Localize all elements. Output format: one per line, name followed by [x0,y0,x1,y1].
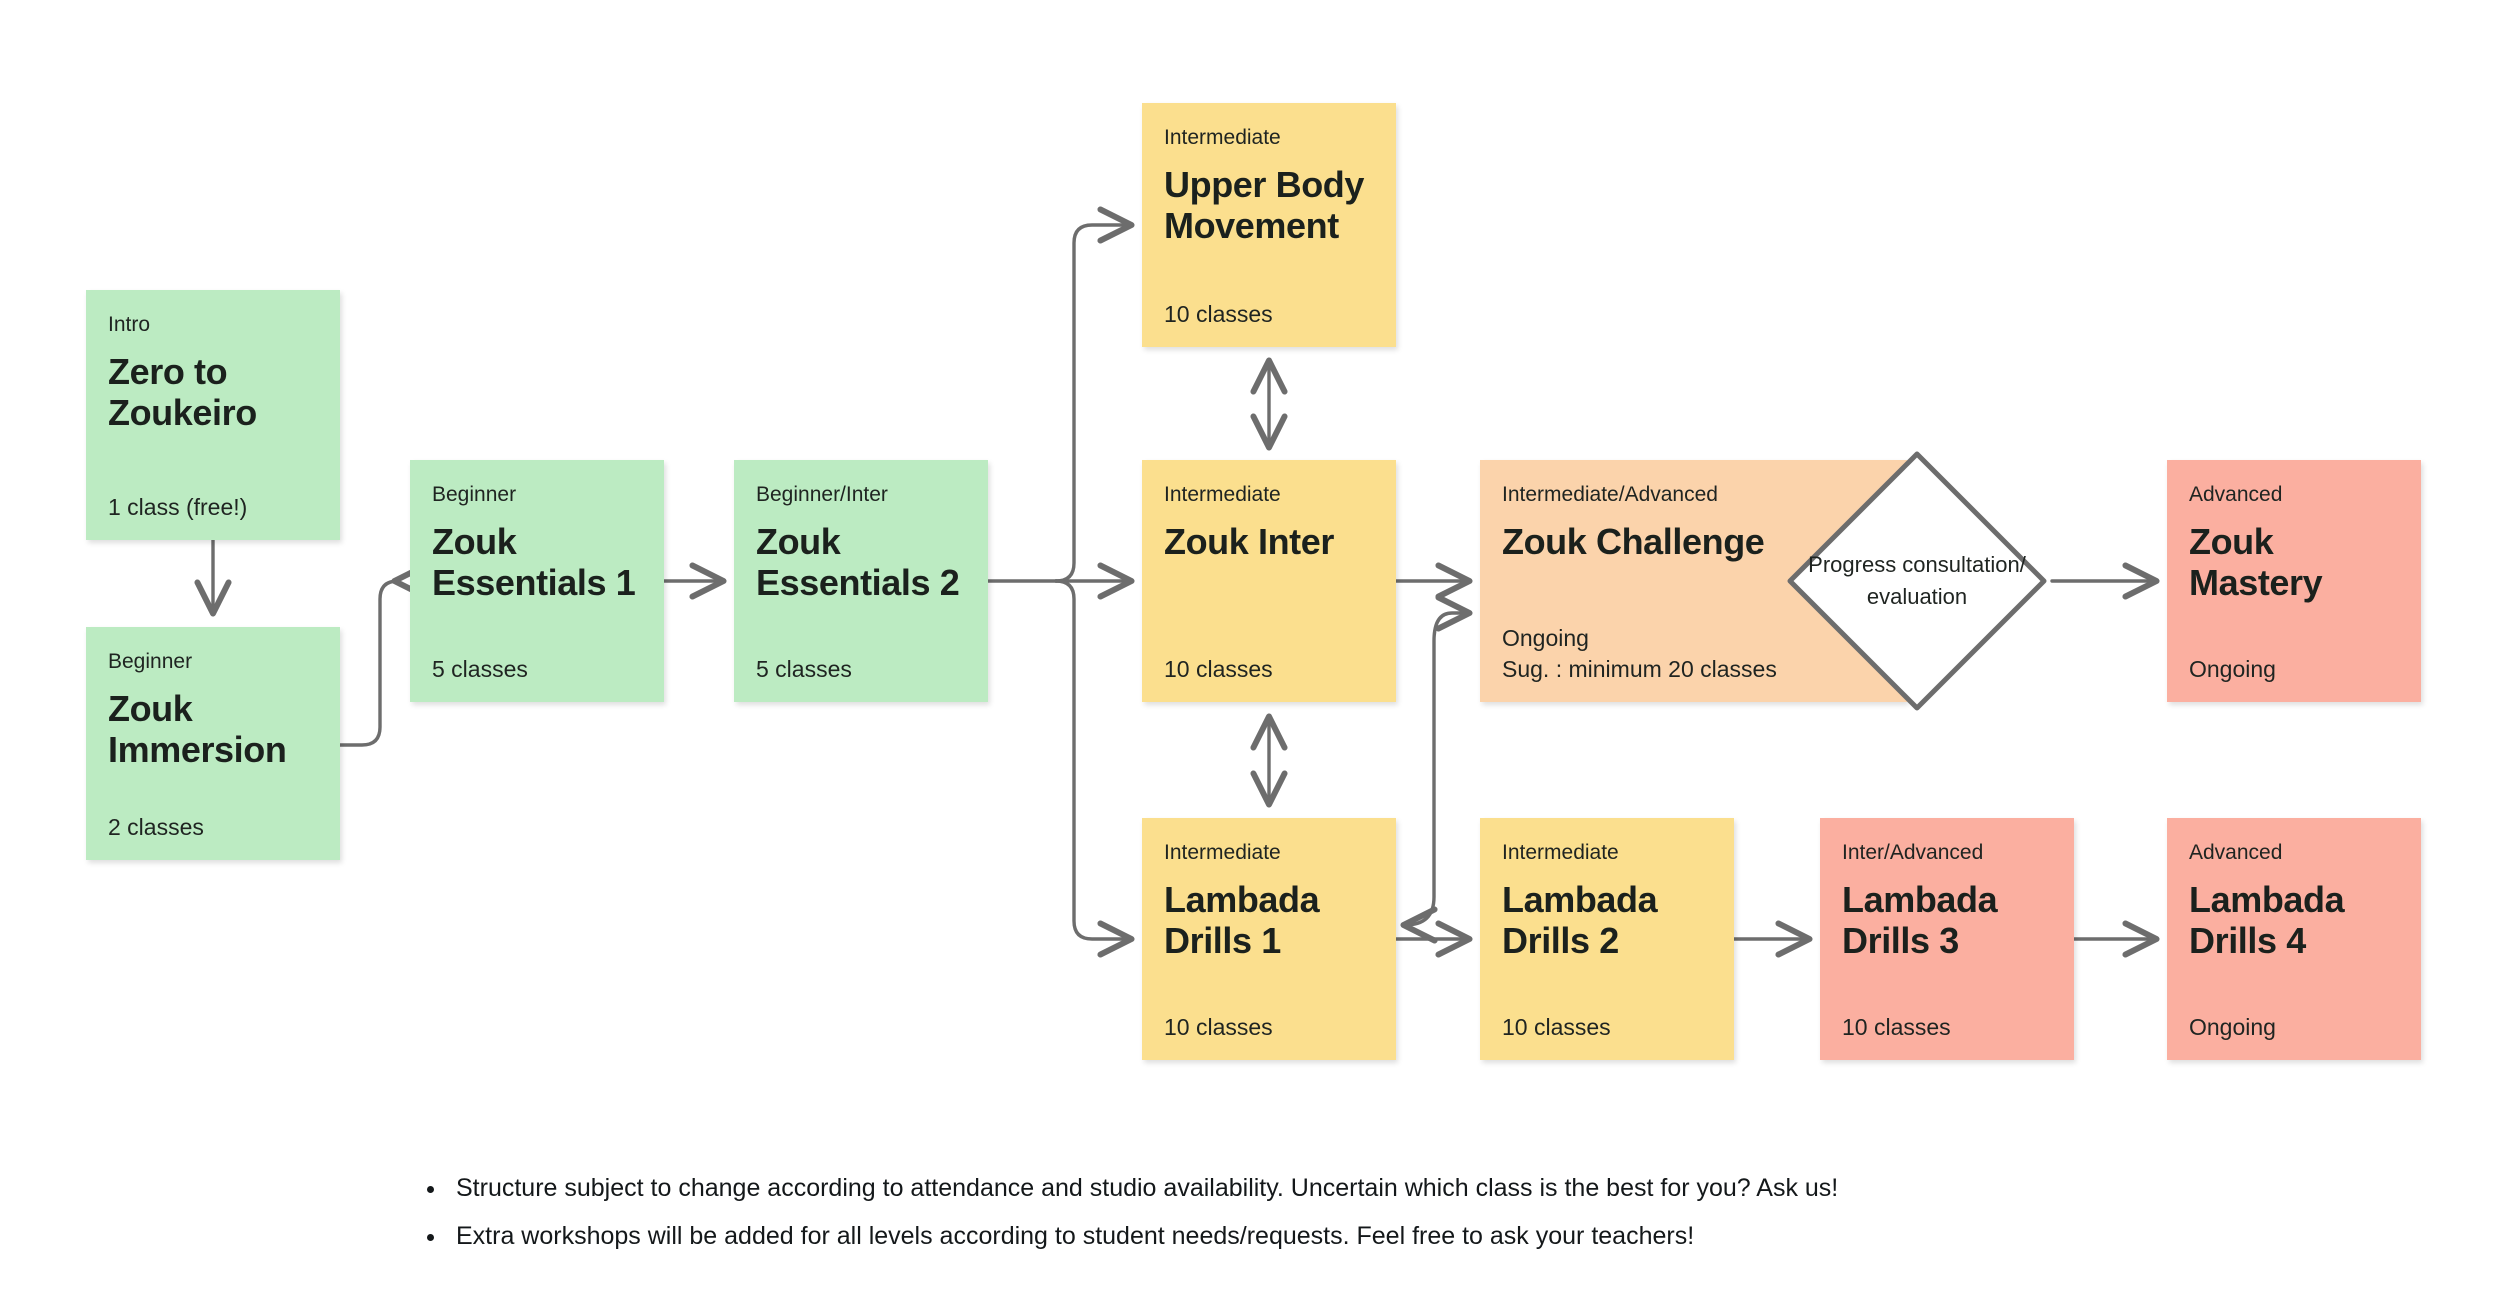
footnote-item: Structure subject to change according to… [448,1175,1838,1202]
node-meta: Ongoing Sug. : minimum 20 classes [1502,623,1885,684]
node-lambada-drills-4[interactable]: Advanced Lambada Drills 4 Ongoing [2167,818,2421,1060]
node-level: Intermediate [1164,126,1281,149]
footnotes-list: Structure subject to change according to… [418,1175,1838,1272]
node-title: Lambada Drills 1 [1164,879,1320,961]
node-meta: 10 classes [1502,1013,1611,1040]
node-meta-line-1: Ongoing [1502,625,1589,652]
node-meta: 5 classes [756,655,852,682]
node-meta: 1 class (free!) [108,493,248,520]
node-zouk-essentials-2[interactable]: Beginner/Inter Zouk Essentials 2 5 class… [734,460,988,702]
node-zero-to-zoukeiro[interactable]: Intro Zero to Zoukeiro 1 class (free!) [86,290,340,540]
node-meta: Ongoing [2189,655,2276,682]
node-zouk-immersion[interactable]: Beginner Zouk Immersion 2 classes [86,627,340,860]
node-meta: 10 classes [1164,655,1273,682]
node-title: Zouk Challenge [1502,521,1765,563]
node-meta: 2 classes [108,813,204,840]
footnote-item: Extra workshops will be added for all le… [448,1223,1838,1250]
node-title: Lambada Drills 2 [1502,879,1658,961]
node-level: Beginner [108,650,193,673]
node-title: Zouk Essentials 1 [432,521,636,603]
node-upper-body-movement[interactable]: Intermediate Upper Body Movement 10 clas… [1142,103,1396,347]
node-level: Advanced [2189,483,2283,506]
node-title: Zero to Zoukeiro [108,351,257,433]
node-meta: 10 classes [1842,1013,1951,1040]
node-title: Upper Body Movement [1164,164,1365,246]
edge-hub-to-lambada1 [1054,579,1135,958]
node-lambada-drills-2[interactable]: Intermediate Lambada Drills 2 10 classes [1480,818,1734,1060]
node-zouk-essentials-1[interactable]: Beginner Zouk Essentials 1 5 classes [410,460,664,702]
node-lambada-drills-3[interactable]: Inter/Advanced Lambada Drills 3 10 class… [1820,818,2074,1060]
node-progress-consultation-diamond[interactable]: Progress consultation/ evaluation [1782,446,2052,716]
node-zouk-inter[interactable]: Intermediate Zouk Inter 10 classes [1142,460,1396,702]
node-meta: 10 classes [1164,300,1273,327]
node-zouk-mastery[interactable]: Advanced Zouk Mastery Ongoing [2167,460,2421,702]
node-level: Intermediate [1502,841,1619,864]
diamond-shape-icon [1787,451,2047,711]
node-meta: 5 classes [432,655,528,682]
node-level: Advanced [2189,841,2283,864]
node-level: Beginner [432,483,517,506]
node-meta-line-2: Sug. : minimum 20 classes [1502,655,1777,682]
node-title: Zouk Essentials 2 [756,521,960,603]
node-title: Lambada Drills 4 [2189,879,2345,961]
diamond-label: Progress consultation/ evaluation [1808,552,2026,609]
node-title: Zouk Inter [1164,521,1335,563]
edge-immersion-to-essentials1 [338,562,429,747]
node-level: Inter/Advanced [1842,841,1984,864]
node-title: Zouk Immersion [108,688,287,770]
node-title: Lambada Drills 3 [1842,879,1998,961]
node-level: Intro [108,313,151,336]
edge-hub-to-upper [1054,206,1135,583]
edge-lambada1-challenge-bidirectional [1400,594,1473,944]
node-level: Intermediate/Advanced [1502,483,1718,506]
node-meta: 10 classes [1164,1013,1273,1040]
node-level: Intermediate [1164,841,1281,864]
node-level: Intermediate [1164,483,1281,506]
node-title: Zouk Mastery [2189,521,2323,603]
node-meta: Ongoing [2189,1013,2276,1040]
node-level: Beginner/Inter [756,483,888,506]
node-lambada-drills-1[interactable]: Intermediate Lambada Drills 1 10 classes [1142,818,1396,1060]
